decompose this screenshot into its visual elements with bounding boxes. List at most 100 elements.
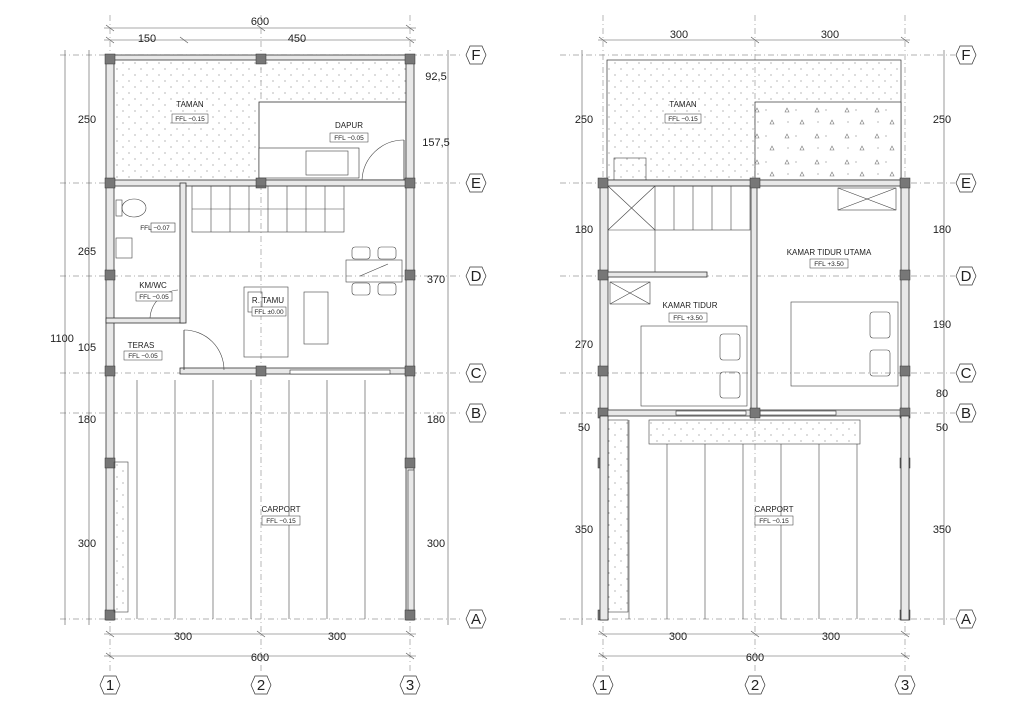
dim-right-4-upper: 80 bbox=[936, 388, 948, 400]
svg-text:2: 2 bbox=[257, 677, 265, 694]
ffl-kamar: FFL +3.50 bbox=[673, 315, 703, 322]
wall-right-upper bbox=[900, 179, 910, 417]
ffl-box bbox=[251, 306, 287, 317]
room-carport: CARPORT bbox=[262, 505, 301, 514]
dim-bottom-2: 300 bbox=[328, 631, 346, 643]
dim-left-4: 180 bbox=[78, 414, 96, 426]
bathroom-fixtures bbox=[115, 198, 176, 259]
svg-text:F: F bbox=[961, 47, 970, 64]
dim-top-total: 600 bbox=[251, 16, 269, 28]
ffl-kmwc-fixture: FFL −0.07 bbox=[140, 225, 170, 232]
dim-right-2-upper: 180 bbox=[933, 224, 951, 236]
dim-right-5-upper: 50 bbox=[936, 422, 948, 434]
ffl-box bbox=[754, 515, 794, 526]
dim-right-5: 300 bbox=[427, 538, 445, 550]
upper-floor-plan: 300 300 250 180 270 50 350 250 180 190 8… bbox=[560, 15, 955, 672]
ffl-box bbox=[668, 312, 708, 323]
svg-text:E: E bbox=[961, 175, 971, 192]
grid-bubble-right-2: 2 bbox=[744, 675, 766, 695]
dim-top-2-upper: 300 bbox=[821, 29, 839, 41]
svg-text:E: E bbox=[471, 175, 481, 192]
dim-bottom-1: 300 bbox=[174, 631, 192, 643]
wall-mid-upper bbox=[750, 182, 758, 412]
ffl-box bbox=[261, 515, 301, 526]
front-window bbox=[289, 369, 391, 375]
svg-text:D: D bbox=[471, 268, 482, 285]
ground-floor-plan: 600 150 450 250 265 105 180 300 1100 92,… bbox=[50, 15, 462, 672]
teras-door-swing bbox=[183, 329, 225, 371]
kitchen-counter bbox=[258, 147, 360, 179]
ffl-carport-upper: FFL −0.15 bbox=[759, 518, 789, 525]
wall-d-upper bbox=[606, 271, 708, 278]
grid-bubble-left-d: D bbox=[465, 266, 487, 286]
grid-bubble-left-3: 3 bbox=[399, 675, 421, 695]
room-kmwc: KM/WC bbox=[139, 281, 167, 290]
dim-left-total: 1100 bbox=[50, 333, 74, 345]
ffl-taman-upper: FFL −0.15 bbox=[668, 116, 698, 123]
room-dapur: DAPUR bbox=[335, 121, 363, 130]
stairs-ground bbox=[191, 185, 345, 233]
room-teras: TERAS bbox=[128, 341, 155, 350]
dimension-lines-right bbox=[581, 36, 945, 660]
dim-left-5-upper: 350 bbox=[575, 524, 593, 536]
dim-left-1-upper: 250 bbox=[575, 114, 593, 126]
dim-left-5: 300 bbox=[78, 538, 96, 550]
grid-bubble-left-b: B bbox=[465, 403, 487, 423]
svg-text:3: 3 bbox=[901, 677, 909, 694]
ffl-taman: FFL −0.15 bbox=[175, 116, 205, 123]
wall-left-upper bbox=[599, 179, 609, 417]
dim-left-2-upper: 180 bbox=[575, 224, 593, 236]
grid-bubble-right-a: A bbox=[955, 609, 977, 629]
dim-bottom-total-upper: 600 bbox=[746, 652, 764, 664]
wall-kmwc-right bbox=[179, 182, 187, 324]
dim-top-1: 150 bbox=[138, 33, 156, 45]
svg-text:F: F bbox=[471, 47, 480, 64]
dim-right-1-upper: 250 bbox=[933, 114, 951, 126]
dining-set bbox=[345, 246, 403, 296]
dimension-lines-left bbox=[64, 24, 449, 660]
balcony-planter bbox=[648, 419, 861, 445]
dim-bottom-2-upper: 300 bbox=[822, 631, 840, 643]
grid-bubble-right-f: F bbox=[955, 45, 977, 65]
carport-slats-upper bbox=[599, 415, 910, 621]
dim-left-3: 105 bbox=[78, 342, 96, 354]
ffl-box bbox=[329, 132, 369, 143]
dim-left-3-upper: 270 bbox=[575, 339, 593, 351]
svg-text:D: D bbox=[961, 268, 972, 285]
dim-bottom-total: 600 bbox=[251, 652, 269, 664]
beds bbox=[640, 301, 899, 407]
grid-bubble-left-e: E bbox=[465, 173, 487, 193]
dim-top-2: 450 bbox=[288, 33, 306, 45]
kitchen-sink bbox=[305, 150, 349, 176]
svg-text:1: 1 bbox=[106, 677, 114, 694]
dim-right-4: 180 bbox=[427, 414, 445, 426]
dim-right-1: 92,5 bbox=[425, 71, 446, 83]
ffl-carport: FFL −0.15 bbox=[266, 518, 296, 525]
ffl-box bbox=[809, 258, 849, 269]
dim-right-3: 370 bbox=[427, 274, 445, 286]
svg-text:2: 2 bbox=[751, 677, 759, 694]
roof-hatch bbox=[755, 102, 901, 180]
dim-right-2: 157,5 bbox=[422, 137, 450, 149]
stairs-upper bbox=[607, 185, 751, 272]
window-kamar-utama bbox=[759, 410, 837, 416]
ffl-box bbox=[123, 350, 163, 361]
room-kamar-utama: KAMAR TIDUR UTAMA bbox=[787, 248, 872, 257]
svg-text:B: B bbox=[961, 405, 971, 422]
wardrobes bbox=[609, 187, 897, 305]
svg-text:3: 3 bbox=[406, 677, 414, 694]
ffl-teras: FFL −0.05 bbox=[128, 353, 158, 360]
svg-text:1: 1 bbox=[599, 677, 607, 694]
wall-kmwc bbox=[105, 317, 185, 324]
svg-text:B: B bbox=[471, 405, 481, 422]
svg-text:C: C bbox=[471, 365, 482, 382]
room-taman-upper: TAMAN bbox=[669, 100, 697, 109]
grid-bubbles: F E D C B A F E D C B A 1 2 3 1 2 3 bbox=[99, 45, 977, 695]
kitchen-door-swing bbox=[361, 139, 405, 181]
dim-left-4-upper: 50 bbox=[578, 422, 590, 434]
room-rtamu: R. TAMU bbox=[252, 296, 284, 305]
window-kamar bbox=[675, 410, 747, 416]
grid-bubble-right-e: E bbox=[955, 173, 977, 193]
grid-bubble-left-a: A bbox=[465, 609, 487, 629]
